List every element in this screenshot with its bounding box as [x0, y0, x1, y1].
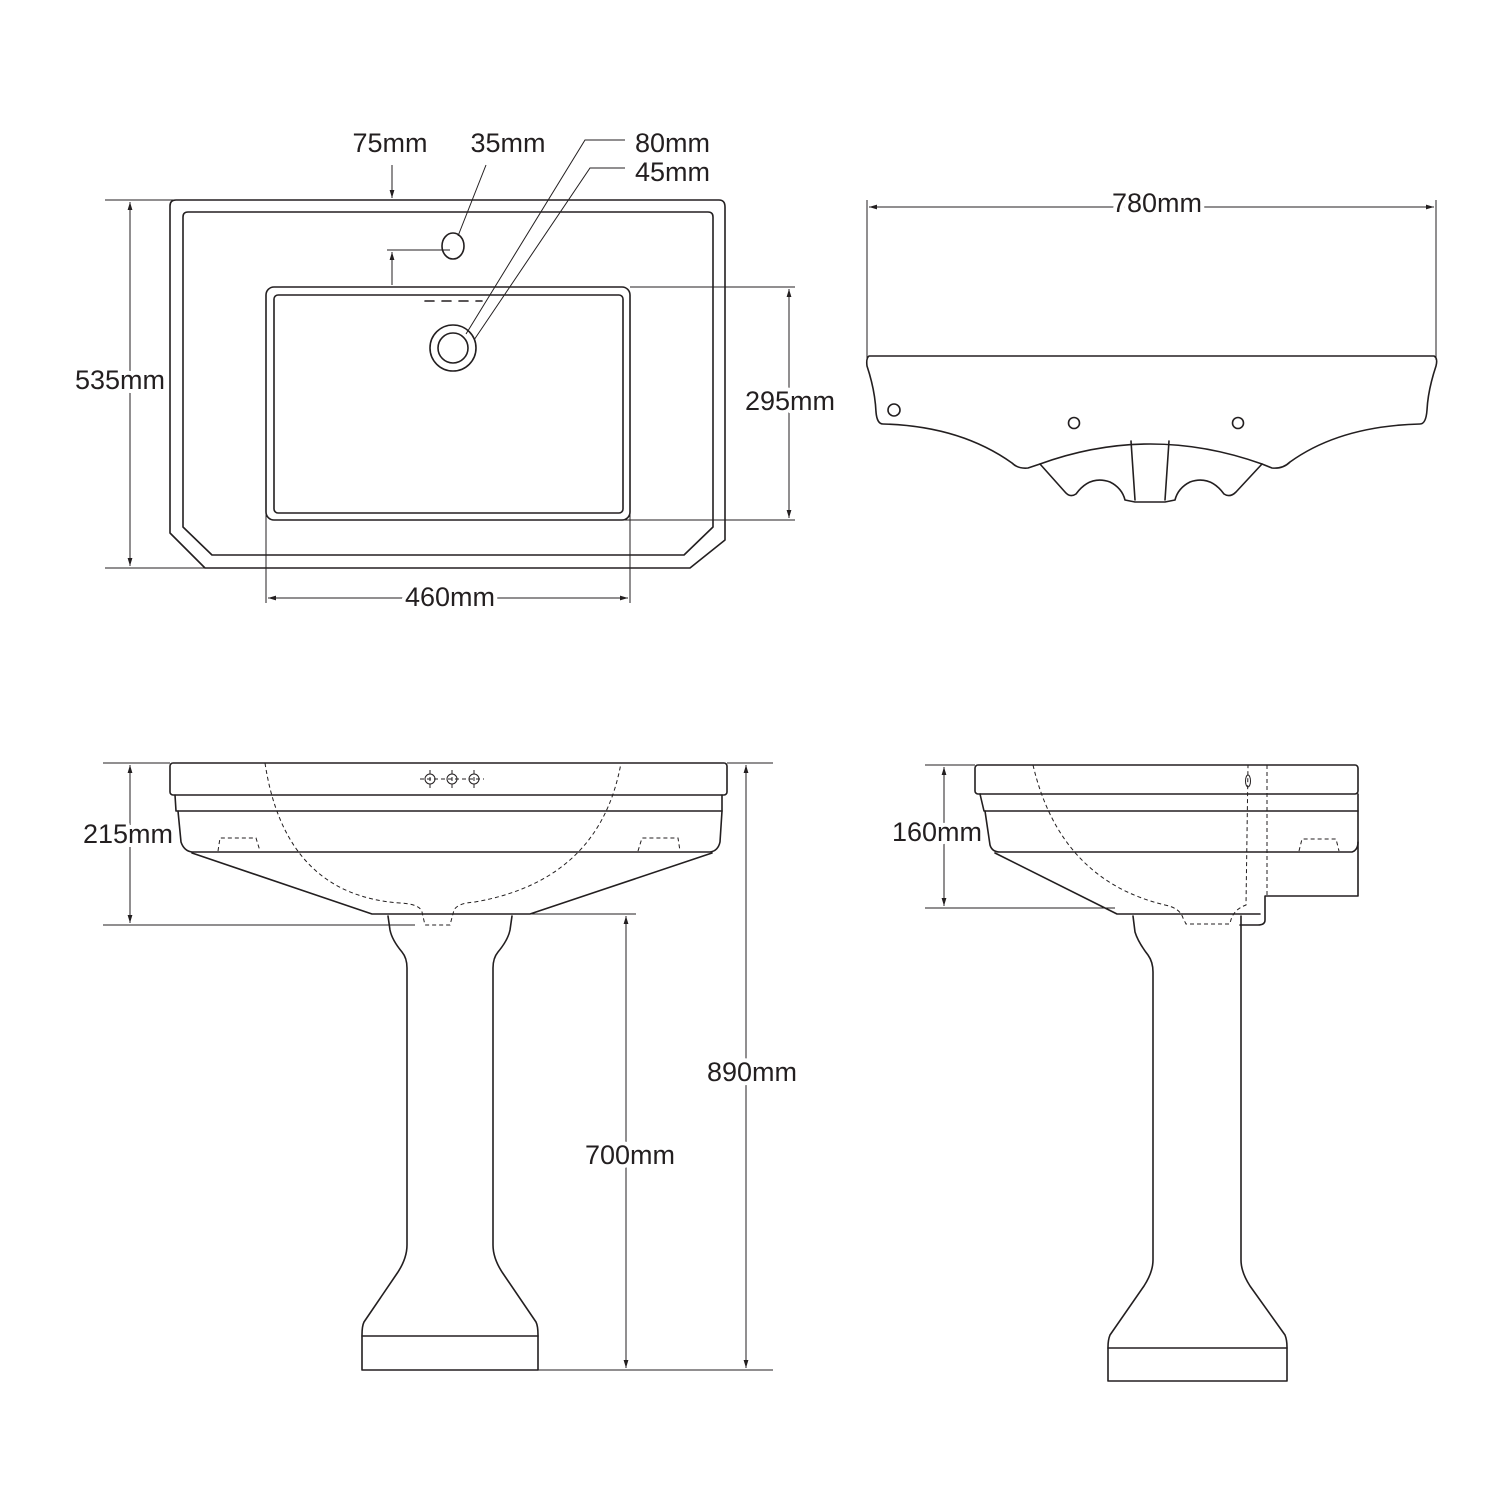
- rear-channel: [1130, 440, 1170, 501]
- tap-holes: [420, 770, 484, 790]
- side-band: [979, 793, 1359, 812]
- hidden-fixing: [217, 837, 681, 852]
- waste-outer: [429, 324, 477, 372]
- side-elevation: 160mm: [888, 764, 1359, 1382]
- front-pedestal: [361, 915, 539, 1371]
- fixing-hole: [1231, 416, 1245, 430]
- side-top-slab: [974, 764, 1359, 795]
- rear-view: 780mm: [865, 184, 1438, 503]
- fixing-hole: [1067, 416, 1081, 430]
- label-side-basin-height: 160mm: [892, 817, 982, 847]
- bowl-outer: [265, 286, 631, 521]
- fixing-hole: [887, 403, 901, 417]
- side-taper: [994, 852, 1261, 915]
- side-bowl: [984, 810, 1359, 853]
- label-waste-inner: 45mm: [635, 157, 710, 187]
- plan-view: 75mm 35mm 80mm 45mm 535mm 295mm 460mm: [71, 124, 839, 616]
- side-pedestal: [1107, 915, 1288, 1382]
- label-pedestal-height: 700mm: [585, 1140, 675, 1170]
- leader-line: [465, 139, 625, 335]
- hidden-fixing: [1298, 838, 1340, 852]
- side-bowl-hidden: [1032, 764, 1249, 925]
- waste-inner: [437, 332, 469, 364]
- rear-outline: [865, 355, 1438, 469]
- label-taphole-diameter: 35mm: [470, 128, 545, 158]
- label-overall-depth: 535mm: [75, 365, 165, 395]
- basin-outline: [169, 199, 726, 569]
- bowl-inner: [273, 294, 624, 514]
- basin-rim-inner: [182, 211, 714, 556]
- front-taper: [191, 852, 713, 915]
- label-basin-height: 215mm: [83, 819, 173, 849]
- label-overall-width: 780mm: [1112, 188, 1202, 218]
- label-bowl-width: 460mm: [405, 582, 495, 612]
- leader-line: [457, 164, 487, 237]
- front-band: [174, 794, 723, 812]
- label-waste-outer: 80mm: [635, 128, 710, 158]
- front-bowl: [177, 810, 723, 853]
- front-top-slab: [169, 762, 728, 796]
- side-rear-box: [1239, 793, 1359, 926]
- tap-hole: [441, 232, 465, 260]
- label-bowl-depth: 295mm: [745, 386, 835, 416]
- overflow-slot: [1245, 774, 1251, 788]
- rear-pedestal-socket: [1039, 463, 1263, 503]
- front-elevation: 215mm 700mm 890mm: [79, 762, 801, 1371]
- front-bowl-hidden: [264, 762, 622, 926]
- label-taphole-offset: 75mm: [352, 128, 427, 158]
- leader-line: [473, 167, 625, 341]
- label-overall-height: 890mm: [707, 1057, 797, 1087]
